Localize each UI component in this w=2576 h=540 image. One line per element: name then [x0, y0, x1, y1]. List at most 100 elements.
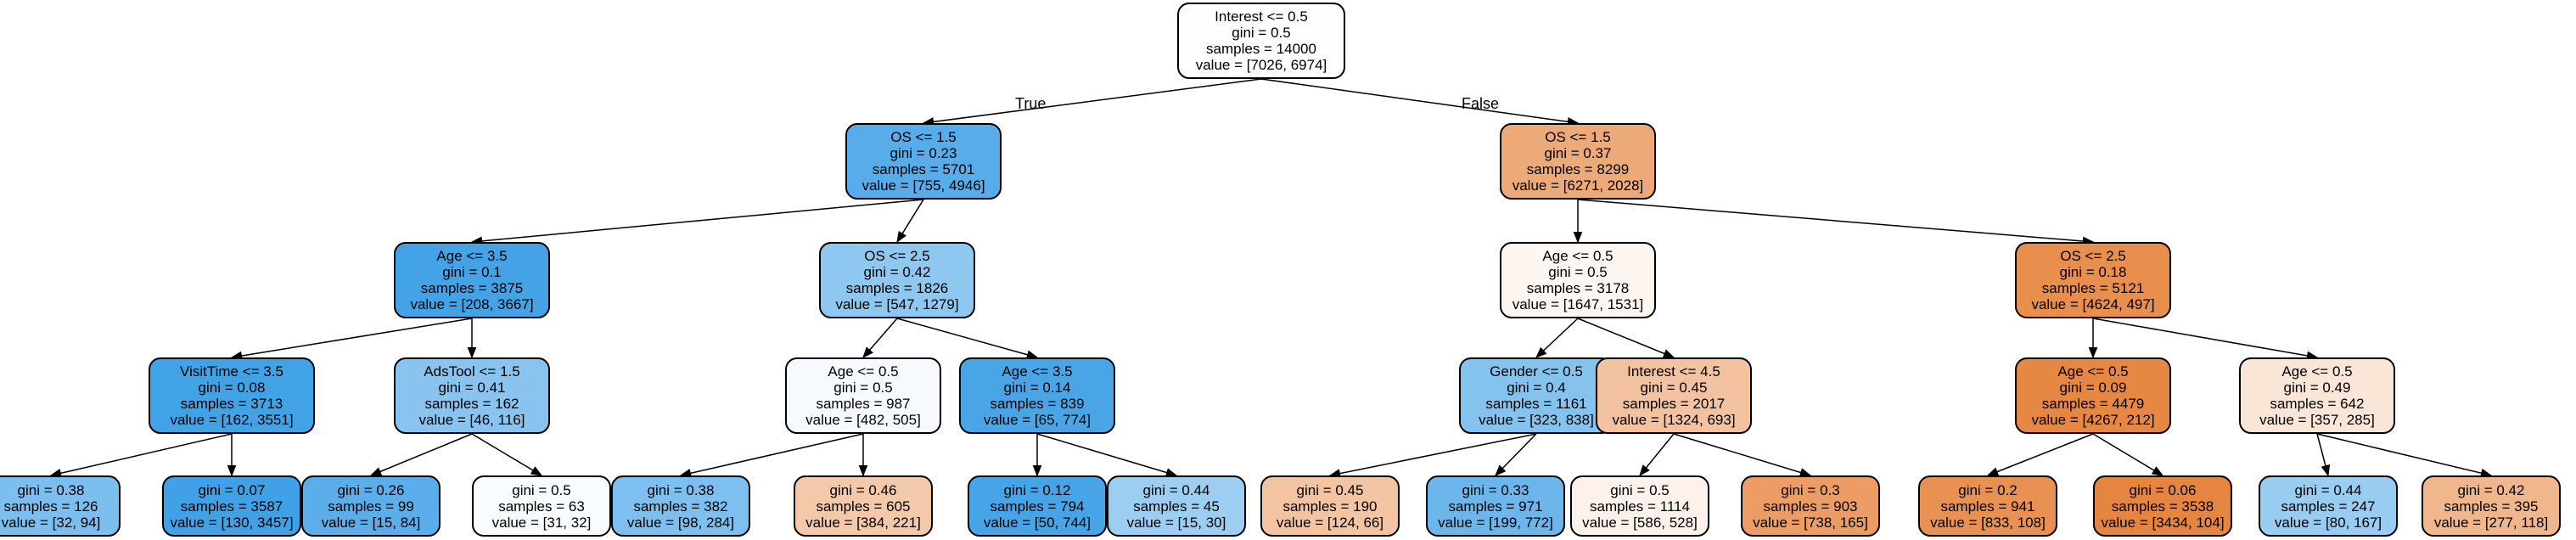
tree-edge [230, 318, 473, 361]
node-text-line: OS <= 2.5 [864, 248, 930, 264]
node-text-line: samples = 99 [328, 498, 414, 515]
tree-edge [2316, 433, 2331, 477]
node-text-line: Interest <= 4.5 [1627, 363, 1720, 380]
node-text-line: gini = 0.09 [2059, 380, 2127, 396]
node-text-line: value = [1647, 1531] [1512, 296, 1644, 312]
tree-edge [2092, 433, 2164, 476]
node-text-line: value = [98, 284] [626, 514, 735, 531]
tree-edge [471, 433, 543, 476]
node-text-line: gini = 0.45 [1640, 380, 1708, 396]
tree-edge [1986, 433, 2094, 476]
node-text-line: gini = 0.08 [198, 380, 266, 396]
tree-edge [1639, 433, 1675, 477]
node-text-line: Age <= 0.5 [2281, 363, 2353, 380]
node-text-line: gini = 0.5 [833, 380, 893, 396]
node-text-line: gini = 0.06 [2129, 481, 2197, 498]
node-text-line: gini = 0.5 [512, 481, 571, 498]
node-text-line: Interest <= 0.5 [1215, 8, 1308, 25]
node-text-line: gini = 0.1 [442, 264, 502, 280]
tree-edge [1673, 433, 1812, 477]
node-text-line: Age <= 0.5 [828, 363, 899, 380]
node-text-line: value = [323, 838] [1479, 412, 1594, 428]
tree-edge [1577, 318, 1675, 358]
node-text-line: OS <= 2.5 [2060, 248, 2126, 264]
node-text-line: samples = 605 [816, 498, 911, 515]
node-text-line: value = [162, 3551] [170, 412, 294, 428]
node-text-line: gini = 0.07 [198, 481, 266, 498]
node-text-line: gini = 0.46 [829, 481, 897, 498]
node-text-line: value = [130, 3457] [170, 514, 294, 531]
node-text-line: gini = 0.12 [1003, 481, 1071, 498]
node-text-line: samples = 8299 [1526, 161, 1630, 177]
tree-edge [369, 433, 473, 476]
node-text-line: samples = 1826 [845, 280, 949, 296]
node-text-line: samples = 3713 [180, 396, 283, 412]
node-text-line: value = [31, 32] [491, 514, 592, 531]
node-text-line: Age <= 3.5 [436, 248, 508, 264]
edge-label-true: True [1015, 95, 1047, 112]
node-text-line: gini = 0.5 [1610, 481, 1670, 498]
node-text-line: value = [833, 108] [1930, 514, 2046, 531]
tree-edge [862, 318, 898, 359]
node-text-line: samples = 971 [1448, 498, 1543, 515]
node-text-line: samples = 382 [633, 498, 728, 515]
tree-edge [922, 78, 1262, 127]
node-text-line: Age <= 3.5 [1002, 363, 1073, 380]
node-text-line: Age <= 0.5 [2057, 363, 2129, 380]
node-text-line: samples = 794 [990, 498, 1085, 515]
edge-label-false: False [1462, 95, 1500, 112]
node-text-line: samples = 1161 [1485, 396, 1587, 412]
node-text-line: samples = 63 [498, 498, 585, 515]
node-text-line: value = [80, 167] [2274, 514, 2382, 531]
node-text-line: value = [15, 30] [1126, 514, 1226, 531]
tree-edge [1036, 433, 1178, 477]
node-text-line: gini = 0.49 [2283, 380, 2351, 396]
node-text-line: value = [15, 84] [321, 514, 421, 531]
node-text-line: gini = 0.18 [2059, 264, 2127, 280]
node-text-line: gini = 0.38 [647, 481, 715, 498]
node-text-line: samples = 2017 [1622, 396, 1726, 412]
node-text-line: gini = 0.4 [1507, 380, 1566, 396]
node-text-line: samples = 190 [1282, 498, 1378, 515]
node-text-line: gini = 0.42 [863, 264, 931, 280]
node-text-line: Gender <= 0.5 [1490, 363, 1583, 380]
tree-edge [679, 433, 864, 478]
node-text-line: gini = 0.5 [1548, 264, 1608, 280]
tree-edge [1260, 78, 1580, 127]
node-text-line: value = [738, 165] [1753, 514, 1868, 531]
node-text-line: value = [199, 772] [1438, 514, 1553, 531]
node-text-line: gini = 0.23 [890, 145, 957, 161]
tree-edge [49, 433, 233, 478]
node-text-line: AdsTool <= 1.5 [424, 363, 520, 380]
node-text-line: value = [4624, 497] [2031, 296, 2155, 312]
node-text-line: OS <= 1.5 [1545, 129, 1611, 145]
node-text-line: samples = 1114 [1590, 498, 1690, 515]
node-text-line: samples = 3178 [1526, 280, 1630, 296]
node-text-line: gini = 0.45 [1296, 481, 1364, 498]
node-text-line: value = [384, 221] [805, 514, 921, 531]
node-text-line: gini = 0.26 [337, 481, 405, 498]
node-text-line: value = [277, 118] [2433, 514, 2549, 531]
node-text-line: samples = 14000 [1206, 41, 1316, 57]
